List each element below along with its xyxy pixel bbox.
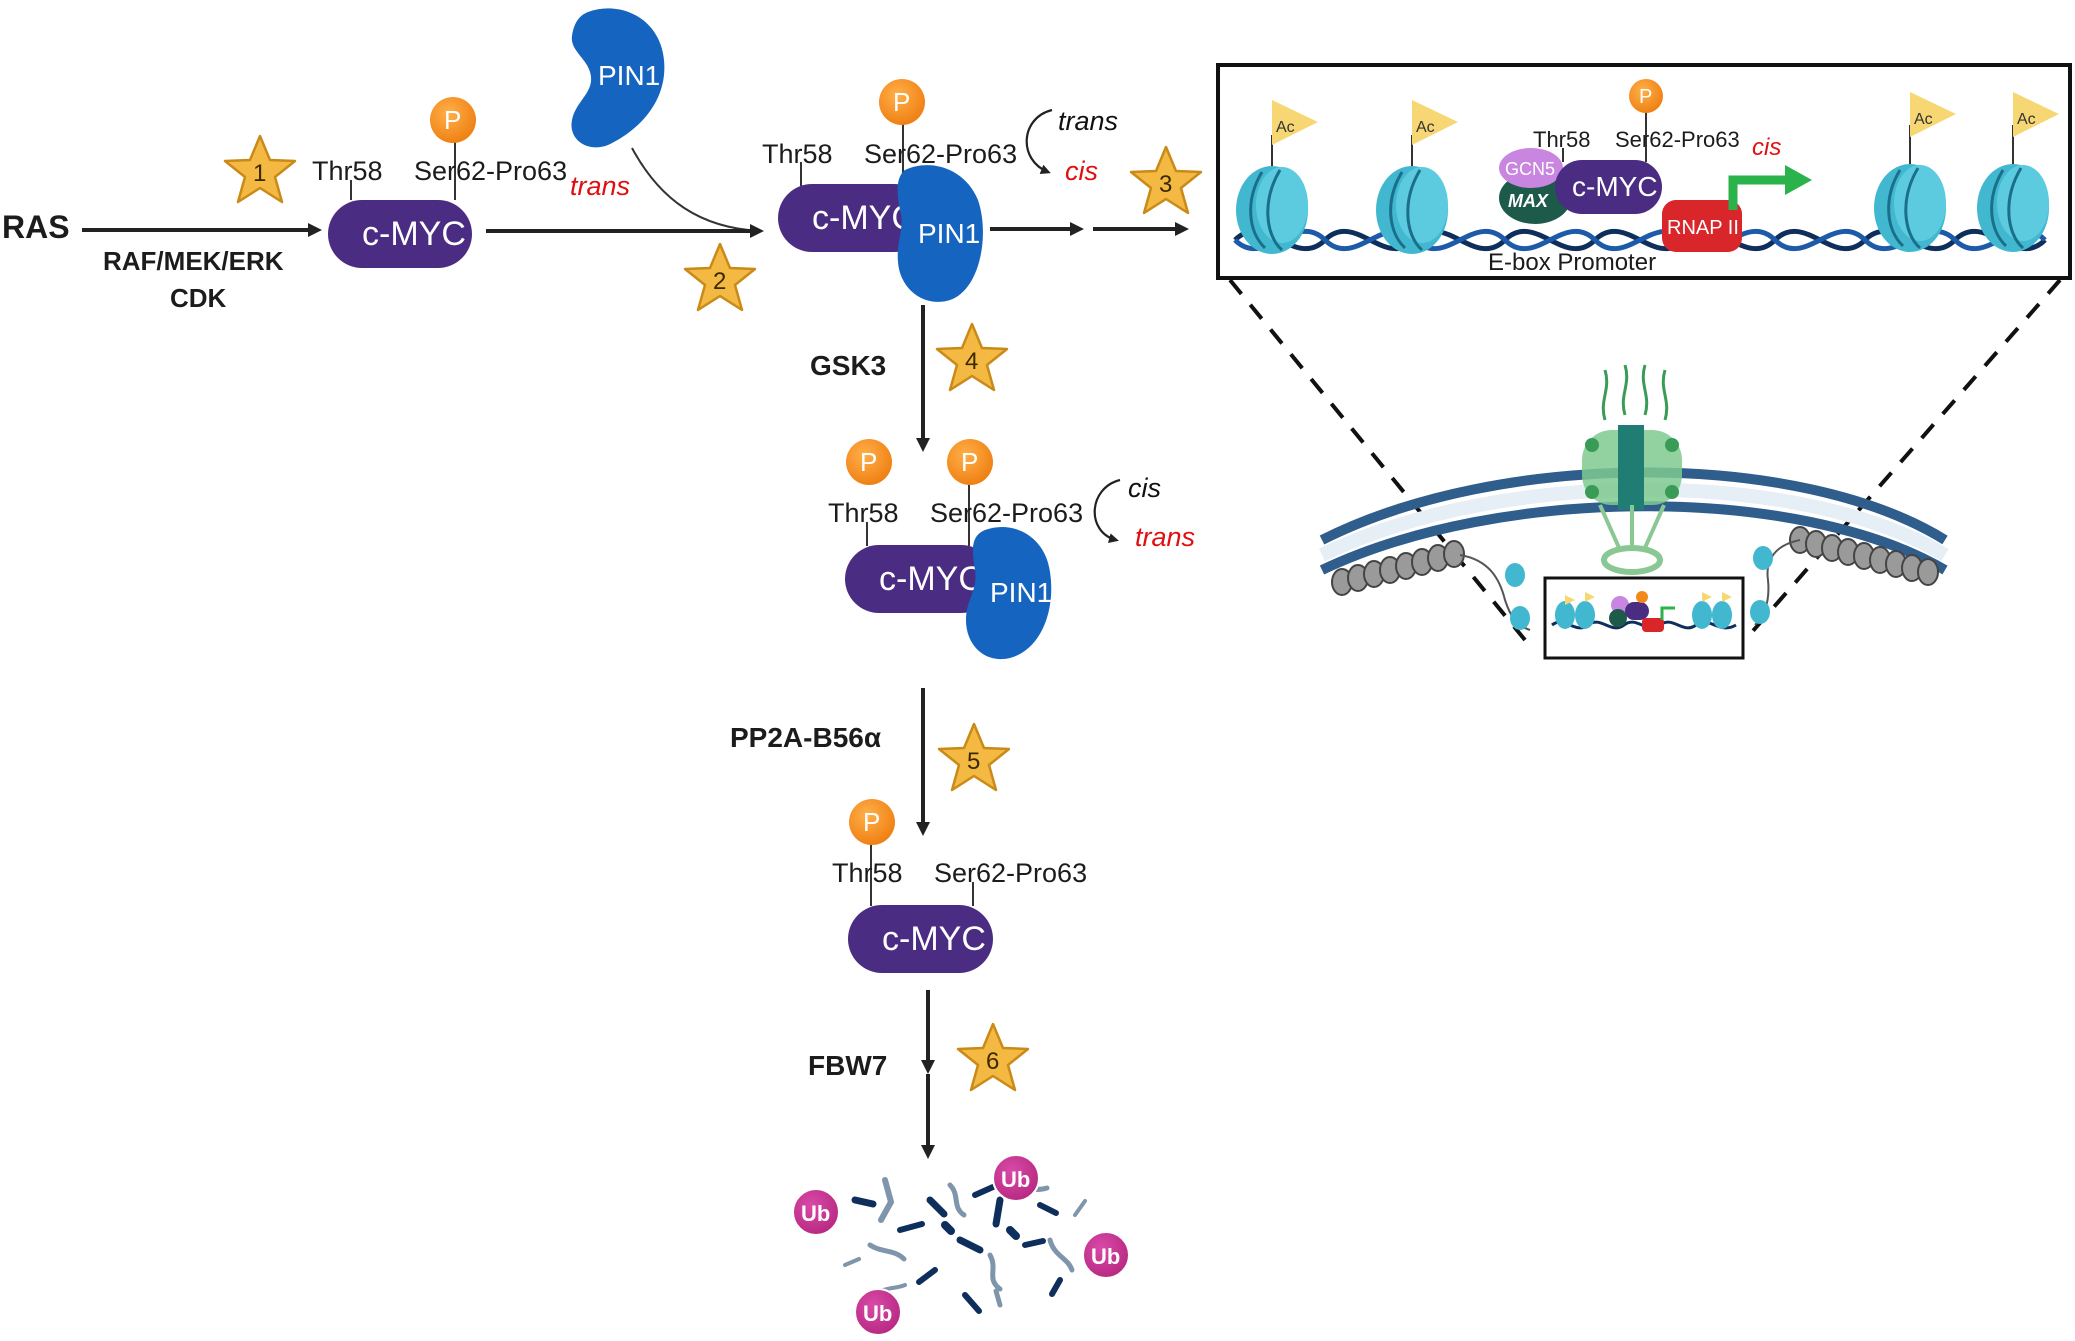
svg-text:Ac: Ac <box>1416 119 1435 136</box>
svg-text:5: 5 <box>967 748 980 775</box>
step-3-star: 3 <box>1129 145 1203 215</box>
c-myc-protein-1: Thr58 Ser62-Pro63 c-MYC P <box>312 97 567 268</box>
max-label: MAX <box>1508 191 1549 211</box>
svg-text:Ub: Ub <box>1001 1167 1030 1192</box>
cdk-label: CDK <box>170 283 227 313</box>
step-4-star: 4 <box>935 322 1009 392</box>
degraded-myc-fragments <box>843 1175 1087 1314</box>
ras-label: RAS <box>2 209 70 245</box>
c-myc-pin1-complex-2: P P Thr58 Ser62-Pro63 c-MYC PIN1 <box>828 439 1083 660</box>
svg-text:2: 2 <box>713 268 726 295</box>
nuclear-pore <box>1582 364 1682 575</box>
svg-text:Ub: Ub <box>1091 1244 1120 1269</box>
c-myc-pin1-complex-1: Thr58 Ser62-Pro63 P c-MYC PIN1 <box>762 79 1017 302</box>
gcn5-label: GCN5 <box>1505 159 1555 179</box>
svg-text:4: 4 <box>965 348 978 375</box>
svg-text:6: 6 <box>986 1048 999 1075</box>
ser62-label-3: Ser62-Pro63 <box>930 498 1083 528</box>
svg-text:PIN1: PIN1 <box>598 60 660 91</box>
step-1-star: 1 <box>223 134 297 204</box>
thr58-label-3: Thr58 <box>828 498 899 528</box>
nucleosome-1: Ac <box>1236 100 1318 254</box>
phospho-ser62-3: P <box>947 439 993 485</box>
c-myc-text-promoter: c-MYC <box>1572 171 1658 202</box>
svg-text:Ub: Ub <box>801 1201 830 1226</box>
phospho-ser62-2: P <box>879 79 925 125</box>
transcription-start-arrow <box>1728 175 1788 210</box>
thr58-label-4: Thr58 <box>832 858 903 888</box>
step-2-star: 2 <box>683 242 757 312</box>
ubiquitin-2: Ub <box>992 1154 1040 1202</box>
ser62-label-1: Ser62-Pro63 <box>414 156 567 186</box>
small-nucleosome-right-2 <box>1750 600 1770 624</box>
ubiquitin-3: Ub <box>1082 1231 1130 1279</box>
e-box-promoter-label: E-box Promoter <box>1488 249 1656 276</box>
svg-text:P: P <box>444 105 461 135</box>
thr58-label-1: Thr58 <box>312 156 383 186</box>
nucleosome-3: Ac <box>1874 92 1956 252</box>
chromatin-left <box>1331 540 1465 596</box>
gsk3-label: GSK3 <box>810 350 886 381</box>
small-nucleosome-right <box>1753 546 1773 570</box>
c-myc-protein-4: P Thr58 Ser62-Pro63 c-MYC <box>832 799 1087 973</box>
gcn5-protein <box>1499 148 1563 188</box>
step-6-star: 6 <box>956 1022 1030 1092</box>
phospho-thr58-3: P <box>846 439 892 485</box>
phospho-thr58-4: P <box>849 799 895 845</box>
cis-label-1: cis <box>1065 156 1098 186</box>
svg-text:P: P <box>863 807 880 837</box>
svg-text:Ac: Ac <box>2017 111 2036 128</box>
svg-text:Ac: Ac <box>1914 111 1933 128</box>
trans-label-3: trans <box>1135 522 1195 552</box>
zoom-line-right <box>1743 278 2062 642</box>
small-nucleosome-left <box>1505 563 1525 587</box>
svg-text:P: P <box>1639 86 1652 108</box>
svg-text:Ac: Ac <box>1276 119 1295 136</box>
svg-text:P: P <box>961 447 978 477</box>
kinases-label: RAF/MEK/ERK <box>103 246 284 276</box>
pin1-text-3: PIN1 <box>990 577 1052 608</box>
svg-text:P: P <box>860 447 877 477</box>
nucleosome-4: Ac <box>1977 92 2059 252</box>
rnap2 <box>1662 200 1742 252</box>
mini-promoter-inset <box>1543 576 1745 660</box>
c-myc-text-2: c-MYC <box>812 199 916 237</box>
pin1-text-2: PIN1 <box>918 218 980 249</box>
trans-label-2: trans <box>1058 106 1118 136</box>
svg-text:1: 1 <box>253 160 266 187</box>
rnap2-label: RNAP II <box>1667 217 1739 239</box>
thr58-label-promoter: Thr58 <box>1533 127 1590 152</box>
c-myc-text-4: c-MYC <box>882 920 986 958</box>
cis-label-2: cis <box>1128 473 1161 503</box>
phospho-ser62-1: P <box>430 97 476 143</box>
svg-text:P: P <box>893 87 910 117</box>
isomer-arrow-2 <box>1093 478 1121 544</box>
pp2a-label: PP2A-B56α <box>730 722 881 753</box>
svg-text:Ub: Ub <box>863 1301 892 1326</box>
ubiquitin-4: Ub <box>854 1288 902 1336</box>
c-myc-text-1: c-MYC <box>362 215 466 253</box>
c-myc-text-3: c-MYC <box>879 560 983 598</box>
arrow-pin1-binding <box>631 147 761 232</box>
promoter-complex: MAX GCN5 Thr58 Ser62-Pro63 P c-MYC cis R… <box>1499 79 1812 252</box>
trans-label-1: trans <box>570 171 630 201</box>
ser62-label-2: Ser62-Pro63 <box>864 139 1017 169</box>
isomer-arrow-1 <box>1025 108 1053 175</box>
pin1-free: PIN1 <box>571 8 665 148</box>
phospho-ser62-promoter: P <box>1629 79 1663 113</box>
cis-label-promoter: cis <box>1752 134 1781 161</box>
small-nucleosome-left-2 <box>1510 606 1530 630</box>
thr58-label-2: Thr58 <box>762 139 833 169</box>
step-5-star: 5 <box>937 722 1011 792</box>
chromatin-right <box>1789 526 1939 586</box>
svg-text:3: 3 <box>1159 171 1172 198</box>
fbw7-label: FBW7 <box>808 1050 887 1081</box>
zoom-line-left <box>1228 278 1527 642</box>
ser62-label-promoter: Ser62-Pro63 <box>1615 127 1740 152</box>
ser62-label-4: Ser62-Pro63 <box>934 858 1087 888</box>
ubiquitin-1: Ub <box>792 1188 840 1236</box>
nucleosome-2: Ac <box>1376 100 1458 254</box>
